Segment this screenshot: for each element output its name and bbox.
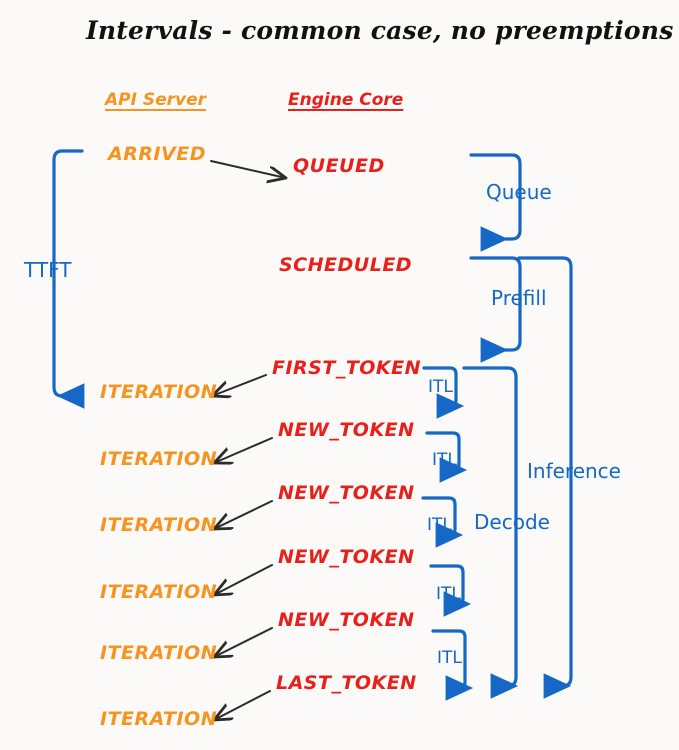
interval-label-itl-2: ITL: [432, 450, 457, 470]
prefill-bracket: [469, 256, 522, 363]
itl-bracket-3: [421, 496, 464, 548]
interval-label-itl-3: ITL: [427, 515, 452, 535]
interval-label-ttft: TTFT: [24, 258, 72, 282]
itl-bracket-5: [431, 629, 474, 701]
engine-state-scheduled-1: SCHEDULED: [279, 254, 413, 276]
queue-bracket: [469, 153, 522, 252]
api-state-iteration-6: ITERATION: [100, 708, 218, 730]
interval-label-queue: Queue: [486, 180, 552, 204]
api-state-iteration-4: ITERATION: [100, 581, 218, 603]
ttft-bracket: [52, 149, 85, 409]
engine-state-new_token-6: NEW_TOKEN: [278, 609, 415, 631]
interval-label-inference: Inference: [527, 459, 621, 483]
interval-label-itl-5: ITL: [437, 648, 462, 668]
first-token-to-iteration-arrow: [212, 374, 267, 396]
api-state-iteration-3: ITERATION: [100, 514, 218, 536]
decode-bracket: [462, 366, 519, 699]
api-state-arrived-0: ARRIVED: [108, 143, 206, 165]
engine-state-queued-0: QUEUED: [293, 155, 385, 177]
column-header-api-server: API Server: [105, 90, 207, 110]
last-token-to-iteration-arrow: [214, 690, 271, 720]
transition-arrows: [210, 160, 286, 720]
new-token-3-to-iteration-arrow: [214, 564, 273, 595]
page-title: Intervals - common case, no preemptions: [86, 16, 674, 45]
engine-state-new_token-5: NEW_TOKEN: [278, 546, 415, 568]
itl-bracket-4: [429, 564, 472, 617]
api-state-iteration-2: ITERATION: [100, 448, 218, 470]
interval-label-prefill: Prefill: [491, 286, 547, 310]
new-token-4-to-iteration-arrow: [214, 627, 273, 657]
engine-state-last_token-7: LAST_TOKEN: [276, 672, 417, 694]
engine-state-new_token-3: NEW_TOKEN: [278, 419, 415, 441]
interval-label-itl-4: ITL: [436, 584, 461, 604]
column-header-engine-core: Engine Core: [288, 90, 404, 110]
new-token-2-to-iteration-arrow: [214, 500, 273, 529]
api-state-iteration-5: ITERATION: [100, 642, 218, 664]
engine-state-first_token-2: FIRST_TOKEN: [272, 357, 422, 379]
interval-label-decode: Decode: [474, 510, 550, 534]
itl-bracket-1: [422, 366, 465, 419]
new-token-1-to-iteration-arrow: [214, 437, 273, 463]
itl-bracket-2: [425, 431, 468, 483]
engine-state-new_token-4: NEW_TOKEN: [278, 482, 415, 504]
api-state-iteration-1: ITERATION: [100, 381, 218, 403]
arrived-to-queued-arrow: [210, 160, 286, 178]
interval-label-itl-1: ITL: [428, 377, 453, 397]
inference-bracket: [517, 256, 573, 699]
